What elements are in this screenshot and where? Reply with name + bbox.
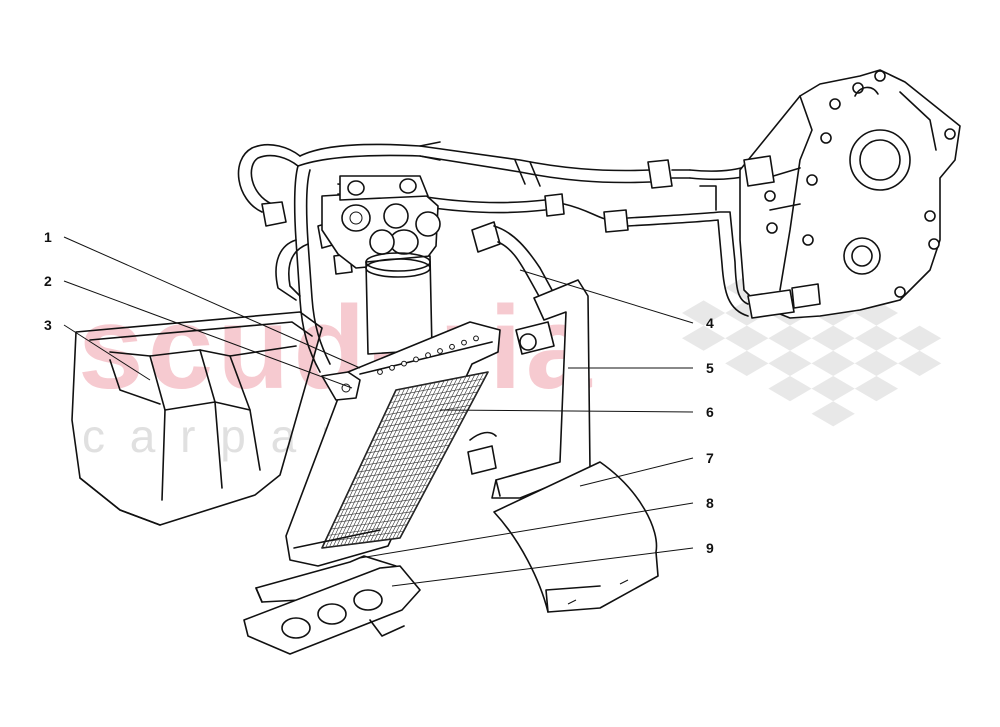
mesh-line (373, 377, 458, 542)
mesh-line (396, 372, 484, 539)
checker-tile (811, 376, 855, 402)
mesh-line (354, 464, 439, 479)
checker-tile (768, 350, 812, 376)
callout-2: 2 (44, 273, 52, 289)
callout-3: 3 (44, 317, 52, 333)
cooler-hole (425, 352, 431, 359)
mesh-line (329, 388, 406, 548)
mesh-line (360, 451, 446, 467)
lower-tray (243, 565, 421, 655)
cooler-hole (449, 343, 455, 350)
cooler-hole (413, 356, 419, 363)
mesh-line (324, 531, 404, 542)
mesh-line (399, 371, 489, 539)
callout-labels: 1 2 3 4 5 6 7 8 9 (44, 229, 714, 556)
checker-tile (811, 350, 855, 376)
cooler-hole (401, 360, 407, 367)
checker-tile (725, 325, 769, 351)
mesh-line (330, 517, 411, 530)
mesh-line (340, 385, 419, 546)
cooler-holes (377, 335, 479, 375)
cooler-mesh (321, 371, 489, 549)
checker-tile (898, 350, 942, 376)
checker-tile (898, 325, 942, 351)
checker-tile (682, 300, 726, 326)
mesh-line (342, 491, 425, 505)
mesh-line (370, 378, 454, 542)
leader-lines (63, 236, 694, 587)
mesh-line (355, 382, 436, 544)
mesh-line (351, 471, 436, 486)
mesh-line (378, 411, 467, 429)
callout-8: 8 (706, 495, 714, 511)
mesh-line (347, 383, 427, 545)
callout-6: 6 (706, 404, 714, 420)
oil-cooler (285, 321, 501, 567)
checker-tile (768, 325, 812, 351)
mesh-line (339, 497, 422, 511)
mesh-line (388, 374, 476, 540)
cooler-hole (377, 369, 383, 375)
mesh-line (375, 418, 464, 435)
mesh-line (384, 398, 474, 416)
mesh-line (345, 484, 429, 498)
mesh-line (395, 371, 489, 391)
mesh-line (333, 511, 415, 524)
mounting-bracket (491, 279, 591, 499)
mesh-line (377, 377, 462, 541)
mesh-line (336, 386, 414, 547)
mesh-line (325, 389, 401, 548)
oil-filter-housing (321, 175, 441, 355)
mesh-line (327, 524, 408, 536)
checker-tile (682, 325, 726, 351)
mesh-line (332, 387, 410, 547)
mesh-line (344, 384, 423, 546)
engine-timing-cover (739, 69, 961, 319)
mesh-line (384, 375, 471, 541)
mesh-line (358, 381, 441, 544)
cooler-hole (389, 364, 395, 371)
cooler-hole (437, 348, 443, 354)
mesh-line (336, 504, 418, 517)
mesh-line (369, 431, 457, 448)
mesh-line (381, 404, 471, 422)
checker-tile (725, 350, 769, 376)
checker-tile (854, 376, 898, 402)
mesh-line (366, 438, 453, 454)
mesh-line (390, 384, 482, 403)
mesh-line (351, 383, 432, 545)
oil-pipes (237, 141, 749, 373)
mesh-line (321, 389, 397, 549)
mesh-line (348, 477, 432, 492)
mesh-line (392, 378, 485, 397)
checker-tile (768, 376, 812, 402)
mesh-line (392, 373, 480, 540)
mesh-line (387, 391, 478, 410)
return-hose (471, 221, 553, 299)
mesh-line (357, 458, 443, 473)
mesh-line (381, 376, 467, 541)
callout-5: 5 (706, 360, 714, 376)
callout-1: 1 (44, 229, 52, 245)
checker-tile (854, 350, 898, 376)
checker-tile (811, 401, 855, 427)
mesh-line (363, 444, 450, 460)
mesh-line (372, 424, 460, 441)
cooler-shroud (493, 461, 659, 613)
callout-4: 4 (706, 315, 714, 331)
cooler-hole (473, 335, 479, 342)
cooler-hole (461, 339, 467, 346)
callout-9: 9 (706, 540, 714, 556)
mesh-line (321, 537, 401, 549)
checker-tile (811, 325, 855, 351)
air-duct-shroud (71, 311, 323, 526)
mesh-line (362, 380, 445, 543)
mesh-line (366, 379, 449, 543)
callout-7: 7 (706, 450, 714, 466)
checker-tile (854, 325, 898, 351)
